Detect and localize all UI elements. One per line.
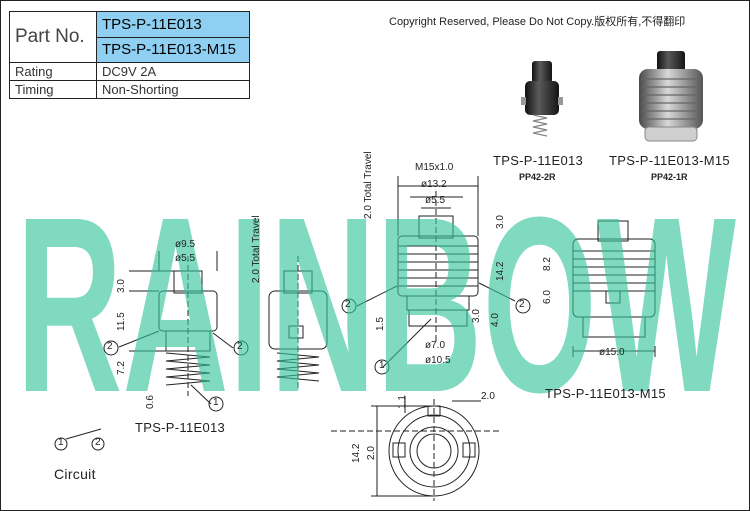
dim-v30b: 3.0 bbox=[495, 215, 506, 229]
total-travel-label-2: 2.0 Total Travel bbox=[251, 215, 262, 283]
small-switch-side-view bbox=[268, 256, 328, 391]
marker-leaders bbox=[118, 282, 516, 405]
dim-v82: 8.2 bbox=[542, 257, 553, 271]
circuit-symbol bbox=[54, 428, 105, 451]
circuit-marker-1: 1 bbox=[58, 437, 64, 448]
dim-d150: ø15.0 bbox=[599, 347, 625, 358]
product-code-1: PP42-2R bbox=[519, 172, 556, 182]
rainbow-watermark: RAINBOW bbox=[16, 171, 736, 411]
dim-d70: ø7.0 bbox=[425, 340, 446, 351]
timing-label: Timing bbox=[9, 79, 97, 100]
dim-v06: 0.6 bbox=[145, 395, 156, 409]
large-switch-side-view bbox=[572, 220, 656, 357]
dim-d132: ø13.2 bbox=[421, 179, 447, 190]
dim-d95: ø9.5 bbox=[175, 239, 196, 250]
marker-1a: 1 bbox=[213, 397, 219, 408]
marker-circle-1a bbox=[208, 396, 224, 412]
bottom-view bbox=[331, 396, 501, 501]
timing-value: Non-Shorting bbox=[96, 79, 250, 100]
marker-circle-1b bbox=[374, 359, 390, 375]
small-switch-photo bbox=[521, 61, 563, 137]
product-name-2: TPS-P-11E013-M15 bbox=[609, 153, 730, 168]
marker-1b: 1 bbox=[379, 360, 385, 371]
dim-v72: 7.2 bbox=[116, 361, 127, 375]
small-model-label: TPS-P-11E013 bbox=[135, 420, 226, 435]
part-no-label: Part No. bbox=[9, 11, 97, 63]
marker-circle-2d bbox=[515, 298, 531, 314]
dim-d55a: ø5.5 bbox=[175, 253, 196, 264]
large-model-label: TPS-P-11E013-M15 bbox=[545, 386, 666, 401]
large-switch-photo bbox=[639, 51, 703, 142]
dim-v60: 6.0 bbox=[542, 290, 553, 304]
dim-v15: 1.5 bbox=[375, 317, 386, 331]
marker-2d: 2 bbox=[519, 299, 525, 310]
dim-h20: 2.0 bbox=[481, 391, 495, 402]
dim-v30c: 3.0 bbox=[471, 309, 482, 323]
dim-v40: 4.0 bbox=[490, 313, 501, 327]
product-name-1: TPS-P-11E013 bbox=[493, 153, 584, 168]
marker-2a: 2 bbox=[107, 341, 113, 352]
dim-d55b: ø5.5 bbox=[425, 195, 446, 206]
dim-v30a: 3.0 bbox=[116, 279, 127, 293]
dim-v142b: 14.2 bbox=[351, 443, 362, 463]
marker-circle-2c bbox=[341, 298, 357, 314]
marker-circle-2a bbox=[103, 340, 119, 356]
small-switch-front-view bbox=[129, 251, 218, 396]
circuit-marker-2: 2 bbox=[95, 437, 101, 448]
dim-v20: 2.0 bbox=[366, 446, 377, 460]
marker-2c: 2 bbox=[345, 299, 351, 310]
part-number-1: TPS-P-11E013 bbox=[96, 10, 250, 39]
total-travel-label-1: 2.0 Total Travel bbox=[363, 151, 374, 219]
large-switch-front-view bbox=[397, 176, 479, 341]
marker-2b: 2 bbox=[237, 341, 243, 352]
circuit-label: Circuit bbox=[54, 466, 96, 482]
watermark-text: RAINBOW bbox=[16, 171, 736, 411]
dim-h11: 1.1 bbox=[397, 395, 408, 409]
dim-v142a: 14.2 bbox=[495, 261, 506, 281]
dim-thread: M15x1.0 bbox=[415, 162, 454, 173]
product-code-2: PP42-1R bbox=[651, 172, 688, 182]
dim-v115: 11.5 bbox=[116, 312, 127, 331]
copyright-notice: Copyright Reserved, Please Do Not Copy.版… bbox=[389, 16, 686, 28]
spec-table: Part No. TPS-P-11E013 TPS-P-11E013-M15 R… bbox=[9, 10, 250, 100]
dim-d105: ø10.5 bbox=[425, 355, 451, 366]
marker-circle-2b bbox=[233, 340, 249, 356]
part-number-2: TPS-P-11E013-M15 bbox=[96, 37, 250, 63]
